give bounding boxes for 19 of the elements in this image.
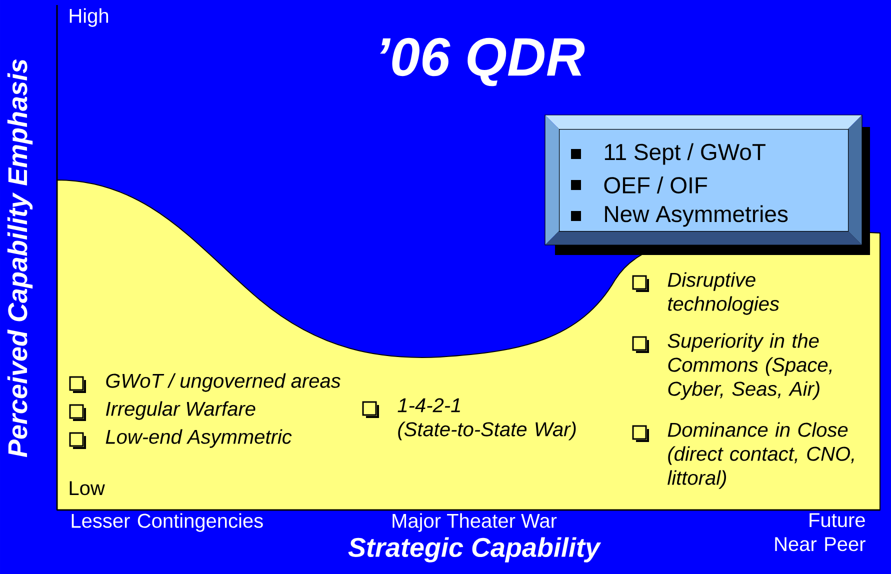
list-item: Low-end Asymmetric [106, 429, 292, 448]
list-item: Superiority in the Commons (Space, Cyber, Seas, Air) [668, 333, 832, 400]
axis-label: Lesser Contingencies [72, 513, 263, 532]
axis-label: Low [70, 481, 105, 496]
title: ’06 QDR [380, 38, 585, 86]
axis-label: Major Theater War [392, 513, 557, 532]
list-item: 1-4-2-1 (State-to-State War) [398, 398, 576, 440]
axis-title: Perceived Capability Emphasis [7, 59, 33, 458]
axis-label: High [70, 8, 108, 27]
axis-label: Future Near Peer [775, 513, 866, 552]
list-item: Irregular Warfare [106, 401, 256, 420]
list-item: 11 Sept / GWoT [604, 143, 766, 165]
list-item: Dominance in Close (direct contact, CNO, littoral) [668, 422, 854, 489]
list-item: OEF / OIF [604, 176, 708, 194]
list-item: New Asymmetries [605, 205, 788, 227]
list-item: Disruptive technologies [668, 272, 780, 315]
text-box [544, 114, 870, 255]
list-item: GWoT / ungoverned areas [106, 373, 340, 392]
axis-title: Strategic Capability [348, 537, 602, 562]
